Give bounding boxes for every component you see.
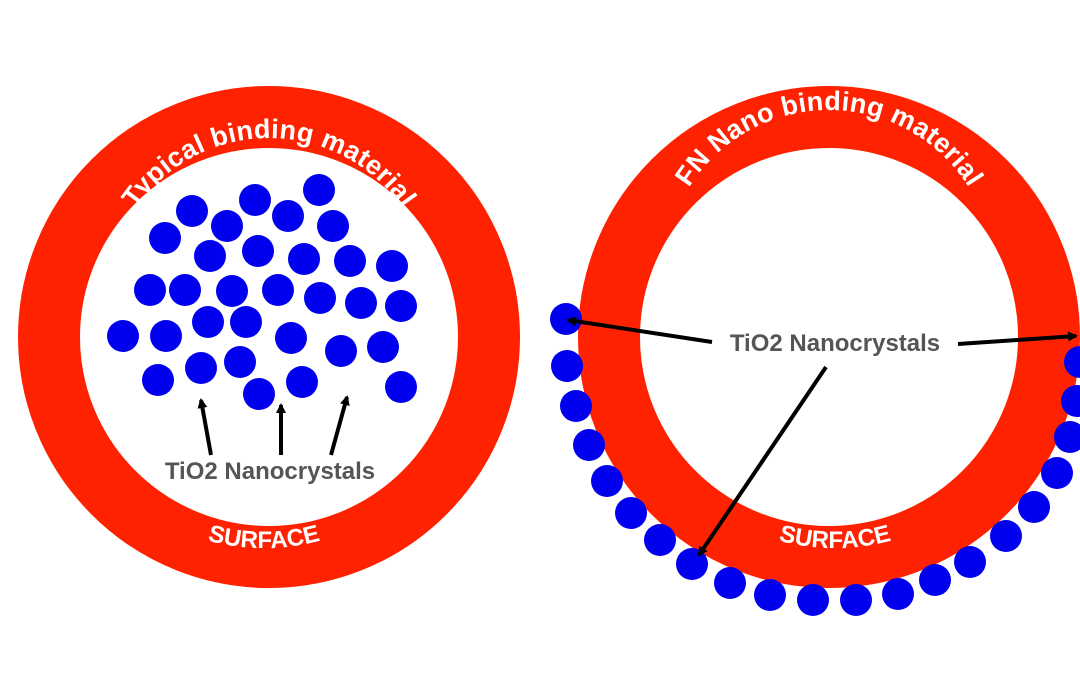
left-nanocrystal-5 [149, 222, 181, 254]
right-nanocrystal-20 [1061, 385, 1080, 417]
right-nanocrystal-10 [754, 579, 786, 611]
left-nanocrystal-23 [230, 306, 262, 338]
right-nanocrystal-17 [1018, 491, 1050, 523]
left-surface-label: SURFACE [206, 520, 322, 554]
right-nanocrystal-6 [615, 497, 647, 529]
right-nanocrystal-18 [1041, 457, 1073, 489]
left-nanocrystal-18 [345, 287, 377, 319]
right-nanocrystal-13 [882, 578, 914, 610]
right-nanocrystal-15 [954, 546, 986, 578]
right-nanocrystal-9 [714, 567, 746, 599]
right-nanocrystal-1 [550, 303, 582, 335]
left-nanocrystal-12 [376, 250, 408, 282]
left-nanocrystal-10 [288, 243, 320, 275]
right-nanocrystal-12 [840, 584, 872, 616]
left-nanocrystal-32 [385, 371, 417, 403]
left-binding-ring [18, 86, 520, 588]
left-arrow-3 [329, 395, 350, 456]
left-nanocrystal-25 [325, 335, 357, 367]
left-nanocrystal-27 [142, 364, 174, 396]
right-nanocrystal-2 [551, 350, 583, 382]
left-panel: Typical binding material SURFACE TiO2 Na… [18, 86, 520, 588]
right-nanocrystal-19 [1054, 421, 1080, 453]
left-nanocrystal-4 [272, 200, 304, 232]
right-nanocrystal-14 [919, 564, 951, 596]
right-nanocrystal-surface-layer [550, 303, 1080, 616]
right-surface-label: SURFACE [777, 520, 893, 554]
left-nanocrystal-1 [303, 174, 335, 206]
left-nanocrystal-26 [367, 331, 399, 363]
right-nanocrystal-11 [797, 584, 829, 616]
left-nanocrystal-7 [317, 210, 349, 242]
right-nanocrystal-label: TiO2 Nanocrystals [730, 330, 940, 357]
right-arrow-down [697, 365, 828, 557]
left-nanocrystal-29 [224, 346, 256, 378]
right-nanocrystal-7 [644, 524, 676, 556]
left-nanocrystal-2 [176, 195, 208, 227]
left-nanocrystal-28 [185, 352, 217, 384]
right-nanocrystal-21 [1064, 346, 1080, 378]
left-nanocrystal-16 [262, 274, 294, 306]
left-nanocrystal-22 [192, 306, 224, 338]
left-nanocrystal-30 [243, 378, 275, 410]
left-nanocrystal-15 [216, 275, 248, 307]
left-nanocrystal-21 [150, 320, 182, 352]
left-nanocrystal-8 [194, 240, 226, 272]
left-nanocrystal-24 [275, 322, 307, 354]
left-nanocrystal-3 [239, 184, 271, 216]
left-nanocrystal-19 [385, 290, 417, 322]
right-nanocrystal-5 [591, 465, 623, 497]
left-nanocrystal-9 [242, 235, 274, 267]
left-nanocrystal-31 [286, 366, 318, 398]
left-nanocrystal-20 [107, 320, 139, 352]
right-arrow-left [566, 316, 713, 344]
left-nanocrystal-17 [304, 282, 336, 314]
left-nanocrystal-6 [211, 210, 243, 242]
right-nanocrystal-16 [990, 520, 1022, 552]
right-nanocrystal-4 [573, 429, 605, 461]
left-nanocrystal-cluster [107, 174, 417, 410]
left-nanocrystal-13 [134, 274, 166, 306]
right-arrow-right [957, 331, 1078, 346]
left-nanocrystal-label: TiO2 Nanocrystals [165, 458, 375, 485]
left-nanocrystal-11 [334, 245, 366, 277]
left-nanocrystal-14 [169, 274, 201, 306]
right-nanocrystal-8 [676, 548, 708, 580]
right-panel: FN Nano binding material SURFACE TiO2 Na… [550, 86, 1080, 616]
right-nanocrystal-3 [560, 390, 592, 422]
left-arrow-1 [197, 398, 213, 456]
